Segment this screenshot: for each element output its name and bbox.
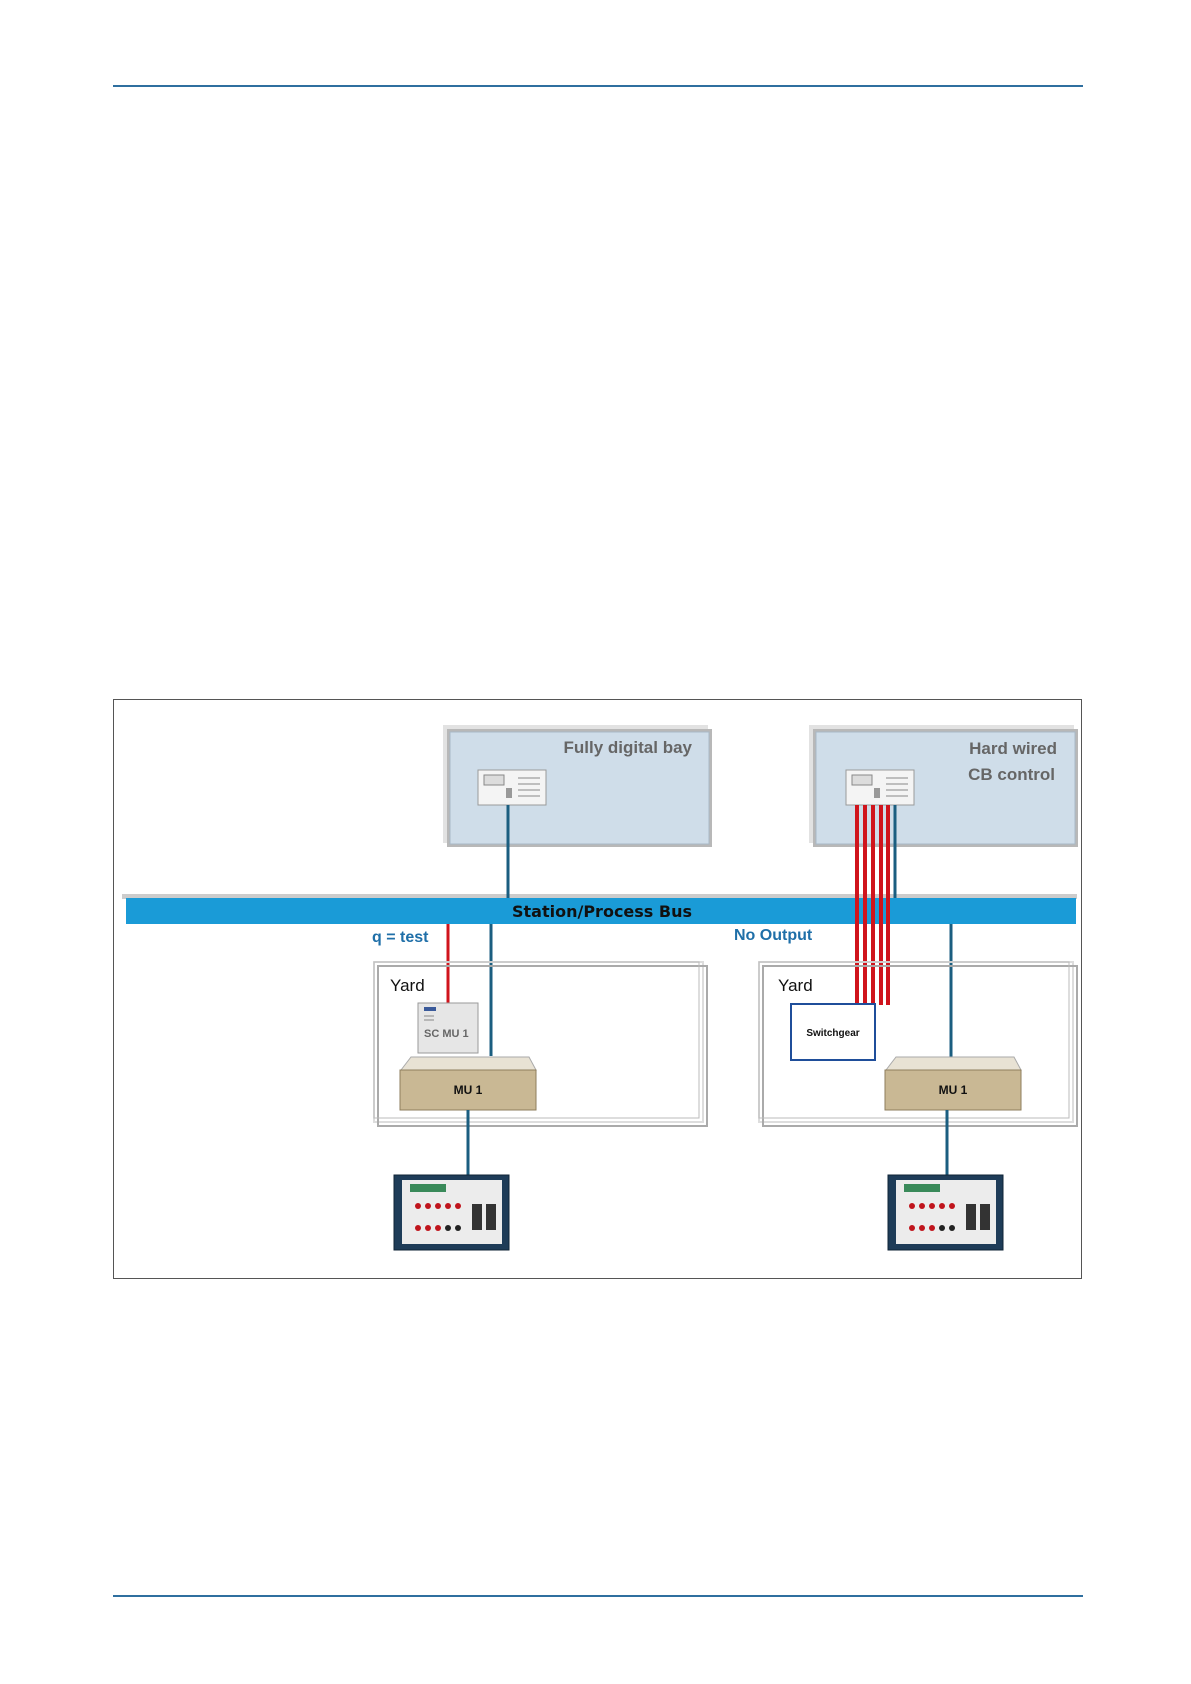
annotation-q-test: q = test xyxy=(372,929,429,946)
mu-label: MU 1 xyxy=(939,1083,968,1097)
station-process-bus: Station/Process Bus xyxy=(122,894,1077,924)
bay-title-line-2: CB control xyxy=(968,765,1055,784)
bus-label: Station/Process Bus xyxy=(512,902,692,921)
test-set-icon xyxy=(394,1175,509,1250)
switchgear-box: Switchgear xyxy=(791,1004,875,1060)
process-bus-diagram: Fully digital bay Hard wired CB control xyxy=(113,699,1082,1279)
footer-rule xyxy=(113,1595,1083,1597)
merging-unit: MU 1 xyxy=(885,1057,1021,1110)
bay-title: Fully digital bay xyxy=(564,738,693,757)
switchgear-label: Switchgear xyxy=(806,1028,859,1039)
relay-icon xyxy=(478,770,546,805)
annotation-no-output: No Output xyxy=(734,927,813,944)
sc-mu-device: SC MU 1 xyxy=(418,1003,478,1053)
test-set-icon xyxy=(888,1175,1003,1250)
header-rule xyxy=(113,85,1083,87)
diagram-canvas: Fully digital bay Hard wired CB control xyxy=(114,700,1083,1280)
bay-title-line-1: Hard wired xyxy=(969,739,1057,758)
merging-unit: MU 1 xyxy=(400,1057,536,1110)
sc-mu-label: SC MU 1 xyxy=(424,1028,469,1040)
mu-label: MU 1 xyxy=(454,1083,483,1097)
yard-label: Yard xyxy=(390,976,425,995)
yard-label: Yard xyxy=(778,976,813,995)
relay-icon xyxy=(846,770,914,805)
